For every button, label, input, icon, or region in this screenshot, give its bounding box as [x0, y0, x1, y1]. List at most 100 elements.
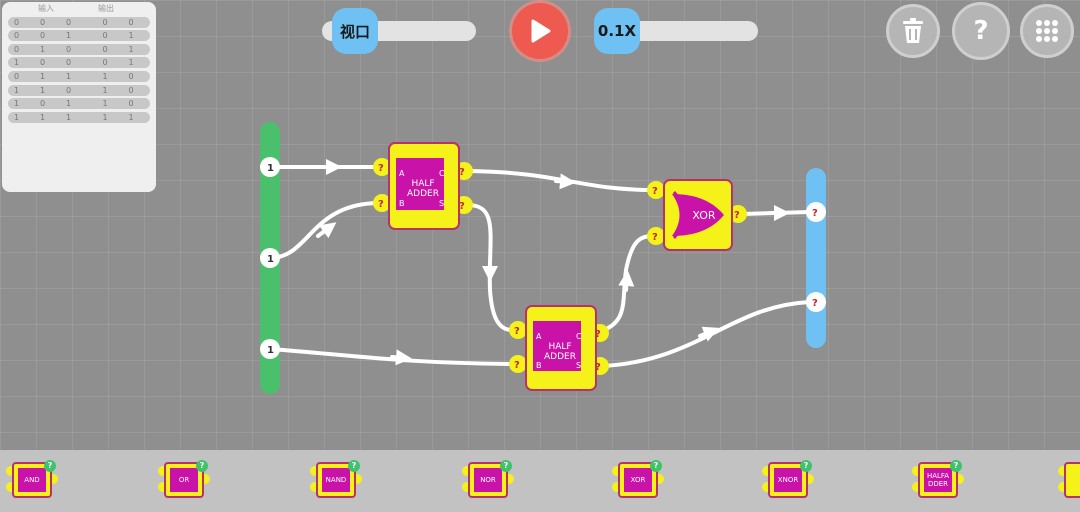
wire-in2-ha1b[interactable] — [268, 201, 382, 260]
truth-table-cell: 0 — [128, 99, 134, 109]
svg-text:S: S — [576, 361, 581, 370]
svg-text:?: ? — [595, 329, 601, 340]
svg-text:HALF: HALF — [548, 342, 571, 352]
svg-text:ADDER: ADDER — [544, 352, 576, 362]
delete-button[interactable] — [886, 4, 940, 58]
svg-text:?: ? — [812, 208, 818, 219]
half-adder-gate-2[interactable]: ? ? ? ? A B C S HALF ADDER — [509, 305, 609, 391]
nand-label: NAND — [322, 468, 350, 492]
wire-in3-ha2b[interactable] — [268, 347, 514, 366]
truth-table-cell: 0 — [66, 85, 72, 95]
truth-table-cell: 0 — [40, 31, 46, 41]
truth-table-row: 1 1 0 1 0 — [8, 84, 150, 96]
svg-text:A: A — [536, 332, 542, 341]
truth-table-cell: 0 — [66, 44, 72, 54]
truth-table-cell: 1 — [128, 58, 134, 68]
truth-table-cell: 1 — [40, 112, 46, 122]
svg-text:XOR: XOR — [692, 209, 715, 222]
wire-ha1s-ha2a[interactable] — [466, 203, 514, 332]
wire-ha2c-xor[interactable] — [602, 234, 656, 332]
truth-table-cell: 0 — [14, 71, 20, 81]
svg-text:?: ? — [514, 326, 520, 337]
palette-or-gate[interactable]: OR ? — [158, 458, 210, 500]
truth-table-cell: 0 — [40, 17, 46, 27]
output-bar[interactable] — [806, 168, 826, 348]
svg-text:HALF: HALF — [411, 179, 434, 189]
truth-table-row: 1 0 0 0 1 — [8, 57, 150, 69]
truth-table-cell: 0 — [102, 58, 108, 68]
truth-table-cell: 1 — [40, 71, 46, 81]
svg-text:?: ? — [595, 362, 601, 373]
input-node-1[interactable]: 1 — [260, 157, 280, 177]
and-badge: ? — [44, 460, 56, 472]
truth-table-cell: 1 — [102, 99, 108, 109]
palette-half-adder[interactable]: HALFADDER ? — [912, 458, 964, 500]
nand-badge: ? — [348, 460, 360, 472]
input-node-2[interactable]: 1 — [260, 248, 280, 268]
half-adder-badge: ? — [950, 460, 962, 472]
svg-text:?: ? — [734, 210, 740, 221]
truth-table-cell: 1 — [102, 112, 108, 122]
svg-text:?: ? — [514, 360, 520, 371]
truth-table-cell: 0 — [14, 31, 20, 41]
truth-table-cell: 1 — [40, 44, 46, 54]
output-node-2[interactable]: ? — [806, 292, 826, 312]
truth-table-cell: 1 — [128, 31, 134, 41]
xor-gate[interactable]: ? ? ? XOR — [647, 179, 747, 251]
input-node-3[interactable]: 1 — [260, 339, 280, 359]
svg-text:1: 1 — [267, 254, 274, 265]
truth-table-cell: 0 — [40, 58, 46, 68]
truth-table-cell: 1 — [66, 99, 72, 109]
svg-text:?: ? — [378, 199, 384, 210]
svg-text:?: ? — [459, 201, 465, 212]
outputs-header: 输出 — [98, 4, 114, 13]
palette-next-item[interactable] — [1058, 458, 1080, 500]
xor-badge: ? — [650, 460, 662, 472]
speed-slider-knob[interactable]: 0.1X — [594, 8, 640, 54]
palette-nor-gate[interactable]: NOR ? — [462, 458, 514, 500]
truth-table-cell: 0 — [102, 31, 108, 41]
help-button[interactable]: ? — [952, 2, 1010, 60]
and-label: AND — [18, 468, 46, 492]
svg-text:?: ? — [459, 167, 465, 178]
truth-table-cell: 0 — [128, 17, 134, 27]
nor-label: NOR — [474, 468, 502, 492]
xnor-label: XNOR — [774, 468, 802, 492]
truth-table-cell: 1 — [14, 58, 20, 68]
truth-table-cell: 1 — [40, 85, 46, 95]
truth-table-cell: 0 — [66, 58, 72, 68]
palette-xnor-gate[interactable]: XNOR ? — [762, 458, 814, 500]
menu-button[interactable] — [1020, 4, 1074, 58]
palette-nand-gate[interactable]: NAND ? — [310, 458, 362, 500]
svg-text:1: 1 — [267, 345, 274, 356]
truth-table-cell: 1 — [102, 85, 108, 95]
play-button[interactable] — [512, 3, 568, 59]
play-icon — [531, 19, 551, 43]
speed-label: 0.1X — [597, 22, 637, 40]
truth-table-cell: 1 — [128, 112, 134, 122]
output-node-1[interactable]: ? — [806, 202, 826, 222]
truth-table-cell: 0 — [128, 85, 134, 95]
viewport-label: 视口 — [339, 22, 370, 41]
svg-text:S: S — [439, 199, 444, 208]
truth-table-cell: 1 — [128, 44, 134, 54]
svg-text:?: ? — [652, 232, 658, 243]
svg-text:?: ? — [652, 186, 658, 197]
truth-table-cell: 0 — [14, 17, 20, 27]
palette-and-gate[interactable]: AND ? — [6, 458, 58, 500]
truth-table-cell: 1 — [66, 112, 72, 122]
viewport-slider-knob[interactable]: 视口 — [332, 8, 378, 54]
svg-text:C: C — [576, 332, 582, 341]
truth-table-cell: 0 — [102, 17, 108, 27]
truth-table-cell: 1 — [14, 85, 20, 95]
half-adder-gate-1[interactable]: ? ? ? ? A B C S HALF ADDER — [373, 142, 473, 230]
truth-table-cell: 0 — [128, 71, 134, 81]
or-label: OR — [170, 468, 198, 492]
svg-text:A: A — [399, 169, 405, 178]
palette-xor-gate[interactable]: XOR ? — [612, 458, 664, 500]
xor-label: XOR — [624, 468, 652, 492]
